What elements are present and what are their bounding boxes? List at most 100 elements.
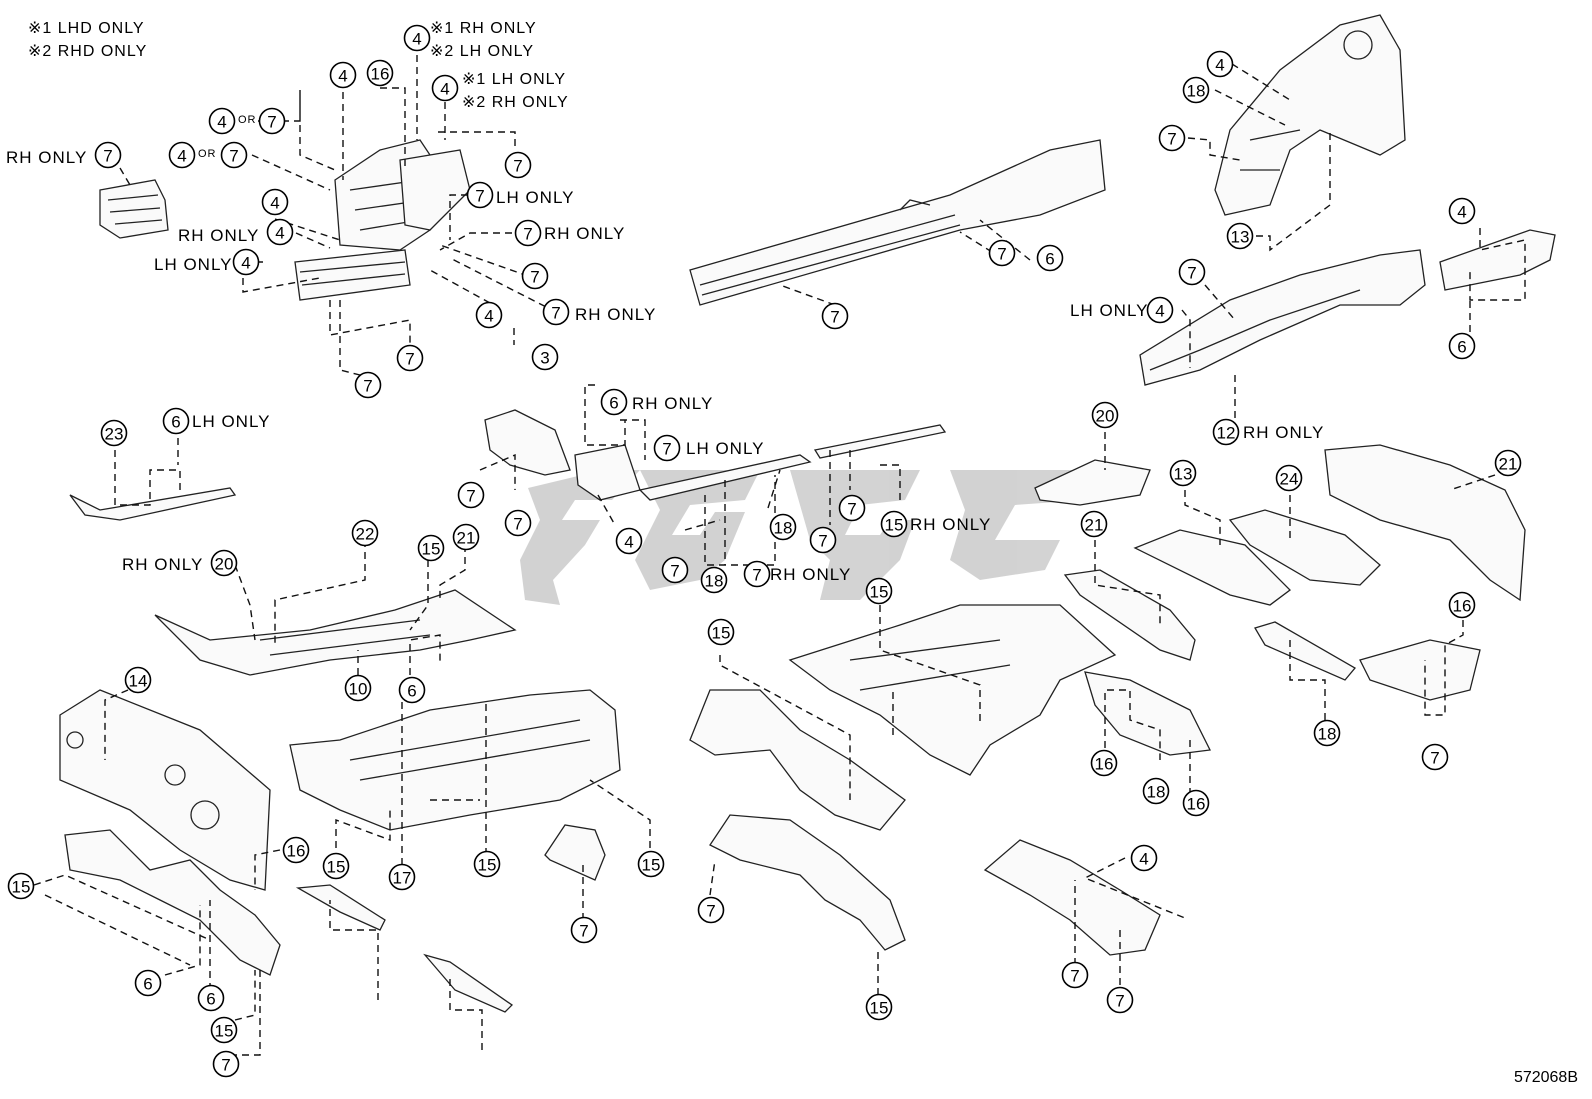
callout-number: 21	[1085, 516, 1104, 535]
label-rh-only: RH ONLY	[6, 148, 88, 167]
callout-number: 7	[670, 562, 679, 581]
callout-number: 4	[241, 254, 250, 273]
part-sill-left	[69, 487, 237, 521]
callout-number: 7	[530, 268, 539, 287]
callout-number: 7	[706, 902, 715, 921]
callout-number: 16	[287, 842, 306, 861]
callout-number: 21	[457, 529, 476, 548]
part-dash-panel	[59, 689, 271, 891]
callout-4: 4	[1146, 296, 1174, 324]
label-or: OR	[198, 148, 217, 160]
part-bracket-6-a	[295, 884, 386, 931]
callout-7: 7	[212, 1050, 240, 1078]
callout-number: 7	[551, 304, 560, 323]
label-rh-only: RH ONLY	[178, 226, 260, 245]
callout-4: 4	[329, 61, 357, 89]
callout-7: 7	[1178, 258, 1206, 286]
callout-number: 12	[1217, 424, 1236, 443]
callout-number: 4	[1215, 56, 1224, 75]
callout-number: 7	[103, 147, 112, 166]
callout-15: 15	[7, 872, 35, 900]
callout-7: 7	[514, 219, 542, 247]
note-lh-only-2: ※2 LH ONLY	[430, 43, 535, 60]
callout-3: 3	[531, 343, 559, 371]
callout-number: 22	[356, 525, 375, 544]
callout-number: 4	[624, 533, 633, 552]
callout-4: 4	[208, 107, 236, 135]
callout-7: 7	[988, 239, 1016, 267]
callout-16: 16	[366, 59, 394, 87]
callout-15: 15	[210, 1016, 238, 1044]
callout-number: 4	[1139, 850, 1148, 869]
callout-number: 15	[215, 1022, 234, 1041]
callout-number: 15	[870, 999, 889, 1018]
callout-6: 6	[1448, 332, 1476, 360]
callout-16: 16	[282, 836, 310, 864]
callout-4: 4	[232, 248, 260, 276]
part-center-panel-20	[1133, 529, 1291, 606]
part-rear-floor-pan	[788, 604, 1117, 776]
callout-15: 15	[637, 850, 665, 878]
part-front-floor-pan	[154, 589, 517, 676]
callout-7: 7	[504, 509, 532, 537]
callout-6: 6	[162, 407, 190, 435]
callout-number: 4	[275, 224, 284, 243]
callout-7: 7	[570, 916, 598, 944]
callout-number: 15	[870, 583, 889, 602]
callout-number: 6	[143, 975, 152, 994]
callout-4: 4	[1206, 50, 1234, 78]
label-rh-only: RH ONLY	[122, 555, 204, 574]
part-member-16-right	[1254, 621, 1356, 681]
label-lh-only: LH ONLY	[154, 255, 233, 274]
callout-7: 7	[94, 141, 122, 169]
callout-18: 18	[1313, 719, 1341, 747]
callout-number: 6	[609, 394, 618, 413]
callout-number: 15	[712, 624, 731, 643]
callout-15: 15	[880, 510, 908, 538]
callout-number: 21	[1499, 455, 1518, 474]
callout-4: 4	[615, 527, 643, 555]
callout-7: 7	[743, 560, 771, 588]
callout-number: 3	[540, 349, 549, 368]
callout-18: 18	[1182, 76, 1210, 104]
callout-15: 15	[473, 850, 501, 878]
callout-7: 7	[1158, 124, 1186, 152]
callout-number: 18	[774, 519, 793, 538]
label-rh-only: RH ONLY	[575, 305, 657, 324]
part-floor-tunnel	[289, 689, 621, 831]
callout-7: 7	[821, 302, 849, 330]
label-or: OR	[238, 114, 257, 126]
callout-15: 15	[865, 577, 893, 605]
callout-18: 18	[1142, 777, 1170, 805]
callout-number: 6	[407, 682, 416, 701]
callout-number: 7	[475, 187, 484, 206]
callout-number: 7	[579, 922, 588, 941]
callout-6: 6	[134, 969, 162, 997]
callout-number: 20	[215, 555, 234, 574]
callout-16: 16	[1448, 591, 1476, 619]
callout-15: 15	[707, 618, 735, 646]
part-bracket-17	[544, 824, 606, 881]
callout-7: 7	[809, 526, 837, 554]
diagram-code: 572068B	[1513, 1069, 1578, 1086]
callout-number: 4	[484, 307, 493, 326]
callout-4: 4	[266, 218, 294, 246]
callout-number: 4	[270, 194, 279, 213]
callout-number: 4	[338, 67, 347, 86]
label-lh-only: LH ONLY	[1070, 301, 1149, 320]
callout-15: 15	[322, 852, 350, 880]
callout-number: 24	[1280, 470, 1299, 489]
callout-number: 4	[412, 30, 421, 49]
callout-number: 15	[327, 858, 346, 877]
callout-4: 4	[475, 301, 503, 329]
callout-4: 4	[431, 74, 459, 102]
part-member-6	[1063, 569, 1196, 661]
callout-number: 18	[1318, 725, 1337, 744]
callout-number: 7	[1187, 264, 1196, 283]
callout-number: 7	[523, 225, 532, 244]
callout-17: 17	[388, 863, 416, 891]
callout-number: 4	[440, 80, 449, 99]
callout-4: 4	[403, 24, 431, 52]
callout-number: 16	[1453, 597, 1472, 616]
